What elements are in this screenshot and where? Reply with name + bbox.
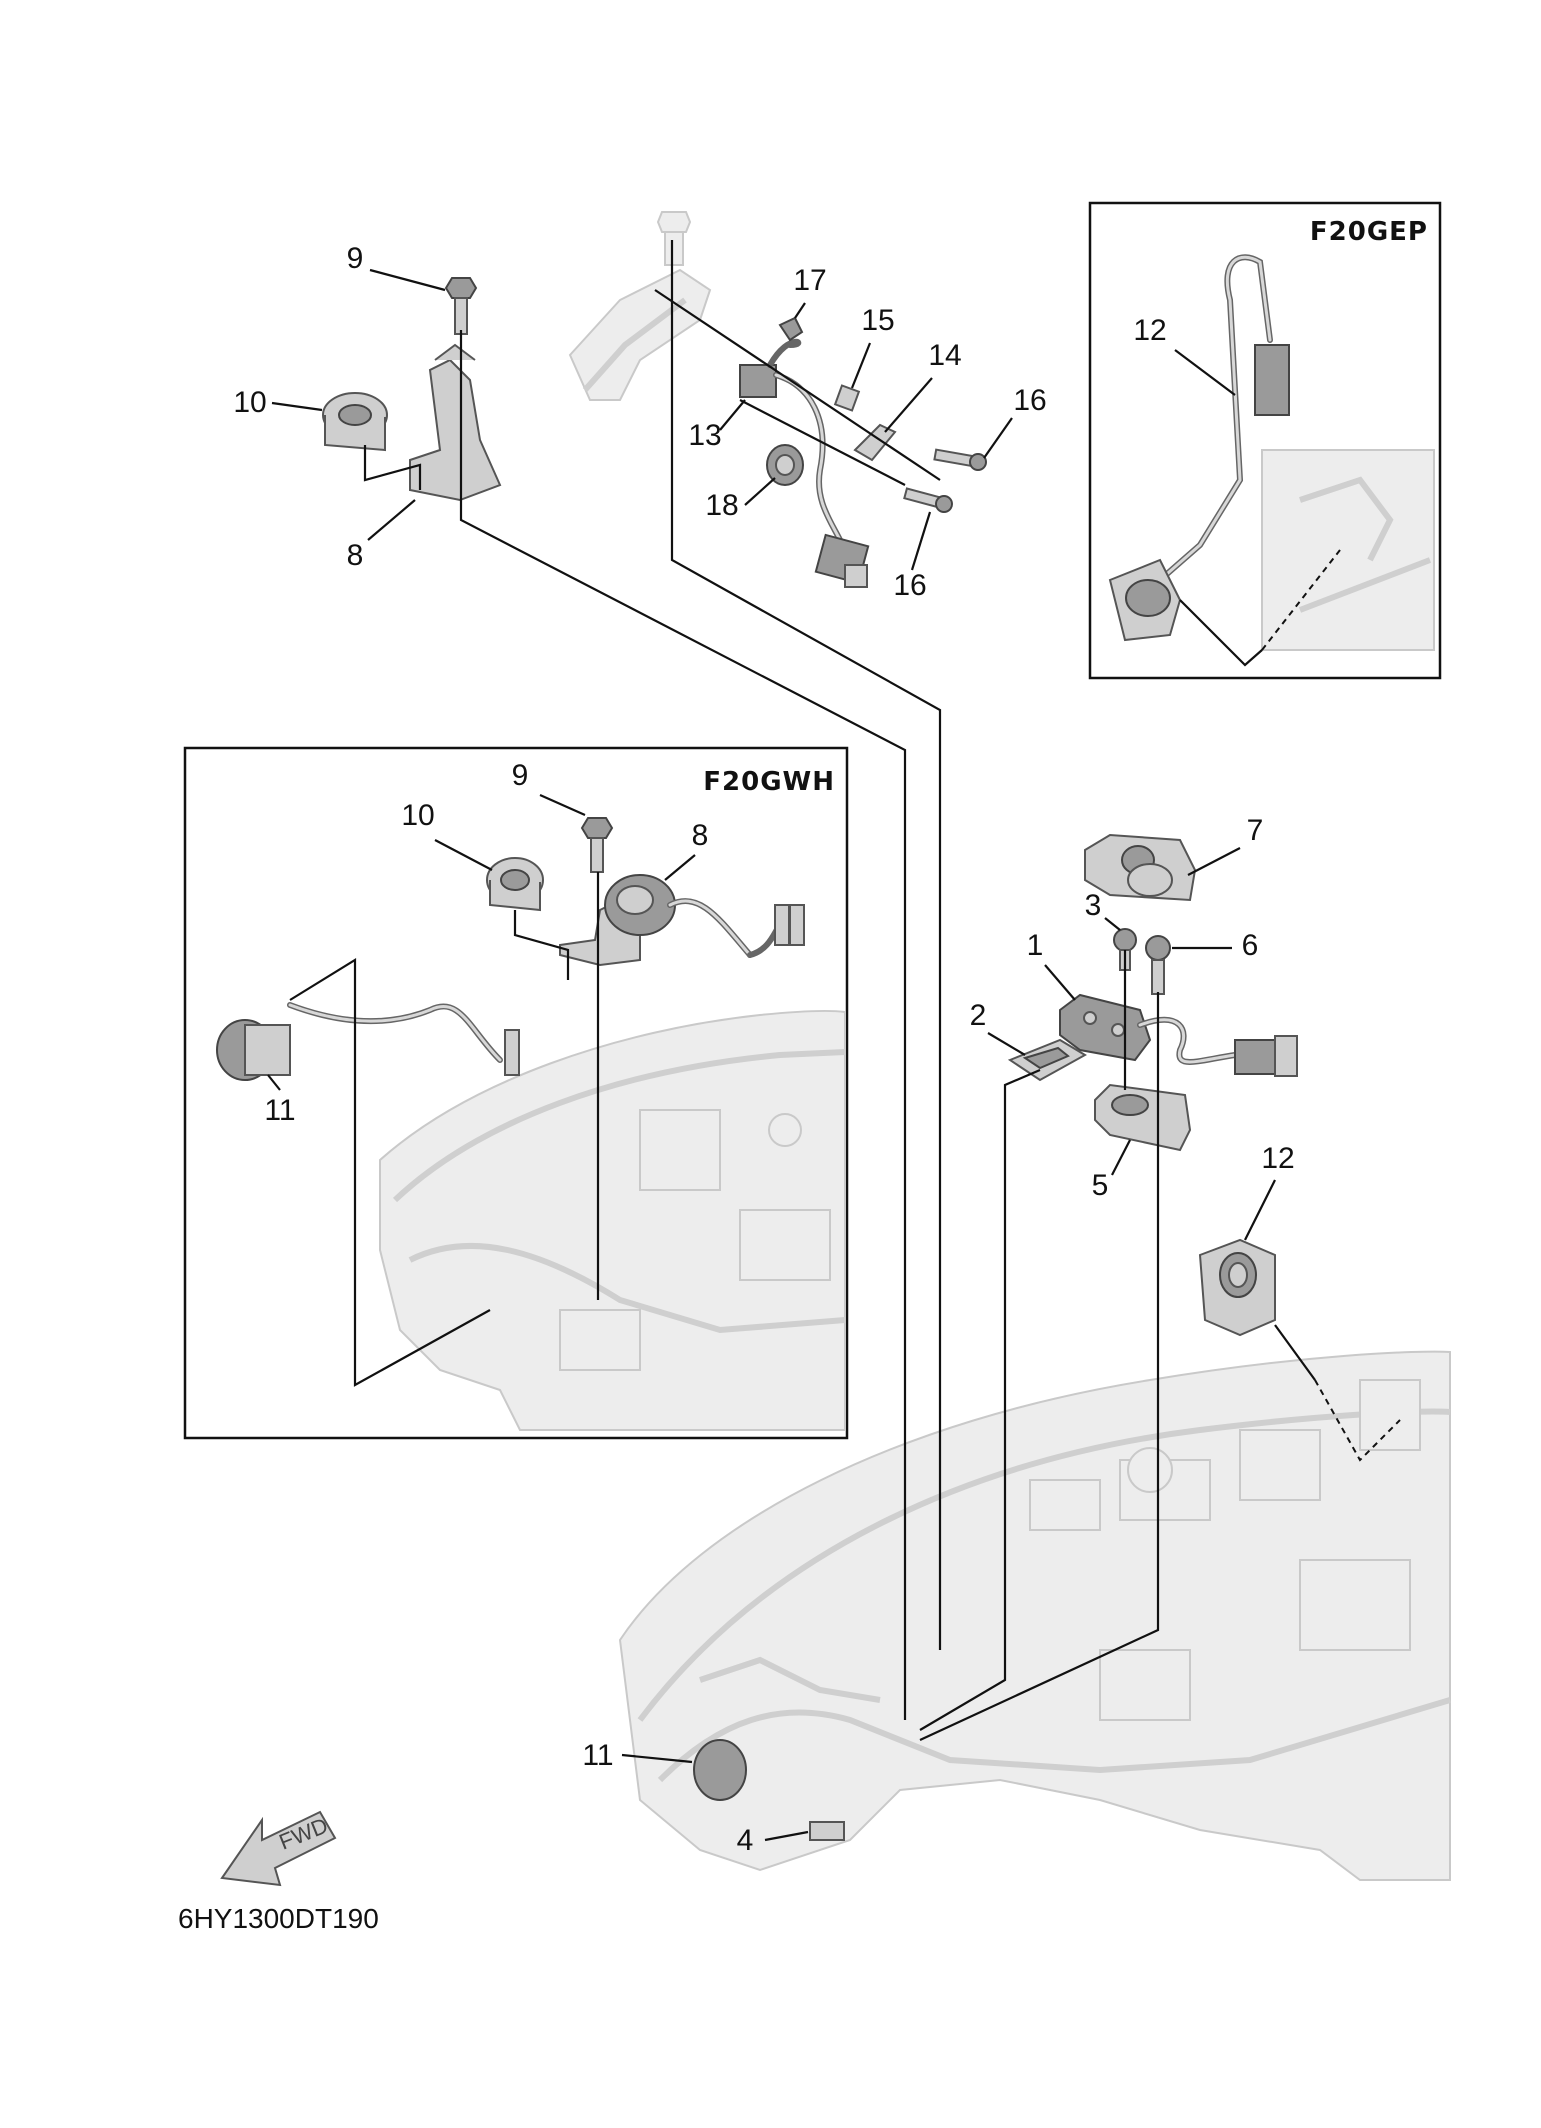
callout-9-box: 9 (512, 759, 529, 792)
callout-16-right: 16 (1013, 384, 1046, 417)
callout-11-box: 11 (264, 1094, 295, 1127)
callout-8-box: 8 (692, 819, 709, 852)
clamp-10-box (486, 857, 544, 912)
callout-10-box: 10 (401, 799, 434, 832)
f20gep-detail-box: F20GEP 12 (1088, 201, 1442, 680)
screw-6 (1145, 935, 1171, 995)
label-4 (809, 1821, 845, 1841)
box-label-f20gwh: F20GWH (703, 767, 835, 797)
connector-14 (853, 423, 897, 462)
bolt-9-box (580, 817, 614, 873)
callout-8-top: 8 (347, 539, 364, 572)
bracket-8 (409, 343, 502, 502)
callout-11: 11 (582, 1739, 613, 1772)
f20gwh-detail-box: F20GWH (183, 746, 849, 1440)
callout-12-box: 12 (1133, 314, 1166, 347)
plug-11 (693, 1739, 747, 1801)
callout-10-top: 10 (233, 386, 266, 419)
grommet-18 (766, 444, 804, 486)
cover-7 (1084, 833, 1197, 902)
callout-13: 13 (688, 419, 721, 452)
bolt-9 (444, 277, 478, 335)
tube-12-box (1108, 254, 1290, 642)
sensor-group-top-center: 17 15 14 16 13 18 16 (568, 211, 1047, 1650)
bracket-group-top-left: 9 10 8 (233, 242, 907, 1720)
callout-14: 14 (928, 339, 961, 372)
callout-16-lower: 16 (893, 569, 926, 602)
screw-16-a (933, 448, 987, 471)
callout-15: 15 (861, 304, 894, 337)
callout-12: 12 (1261, 1142, 1294, 1175)
callout-2: 2 (970, 999, 987, 1032)
clip-17 (778, 316, 804, 342)
callout-4: 4 (737, 1824, 754, 1857)
clamp-10 (322, 392, 388, 452)
callout-1: 1 (1027, 929, 1044, 962)
sleeve-15 (833, 384, 861, 412)
bracket-8-box (559, 874, 805, 967)
sensor-13 (739, 338, 870, 588)
callout-3: 3 (1085, 889, 1102, 922)
callout-7: 7 (1247, 814, 1264, 847)
callout-6: 6 (1242, 929, 1259, 962)
switch-assembly-right: 7 3 6 1 2 5 12 11 4 (582, 814, 1401, 1857)
box-label-f20gep: F20GEP (1310, 217, 1428, 247)
bottom-cowling-main (618, 1350, 1451, 1881)
callout-17: 17 (793, 264, 826, 297)
callout-18: 18 (705, 489, 738, 522)
holder-5 (1094, 1083, 1192, 1152)
grommet-12 (1198, 1238, 1276, 1337)
forward-arrow: FWD (220, 1810, 337, 1887)
callout-5: 5 (1092, 1169, 1109, 1202)
screw-16-b (903, 487, 953, 513)
callout-9-top: 9 (347, 242, 364, 275)
switch-1 (1059, 993, 1298, 1077)
sensor-11-box (216, 1002, 520, 1081)
diagram-code: 6HY1300DT190 (178, 1903, 379, 1934)
